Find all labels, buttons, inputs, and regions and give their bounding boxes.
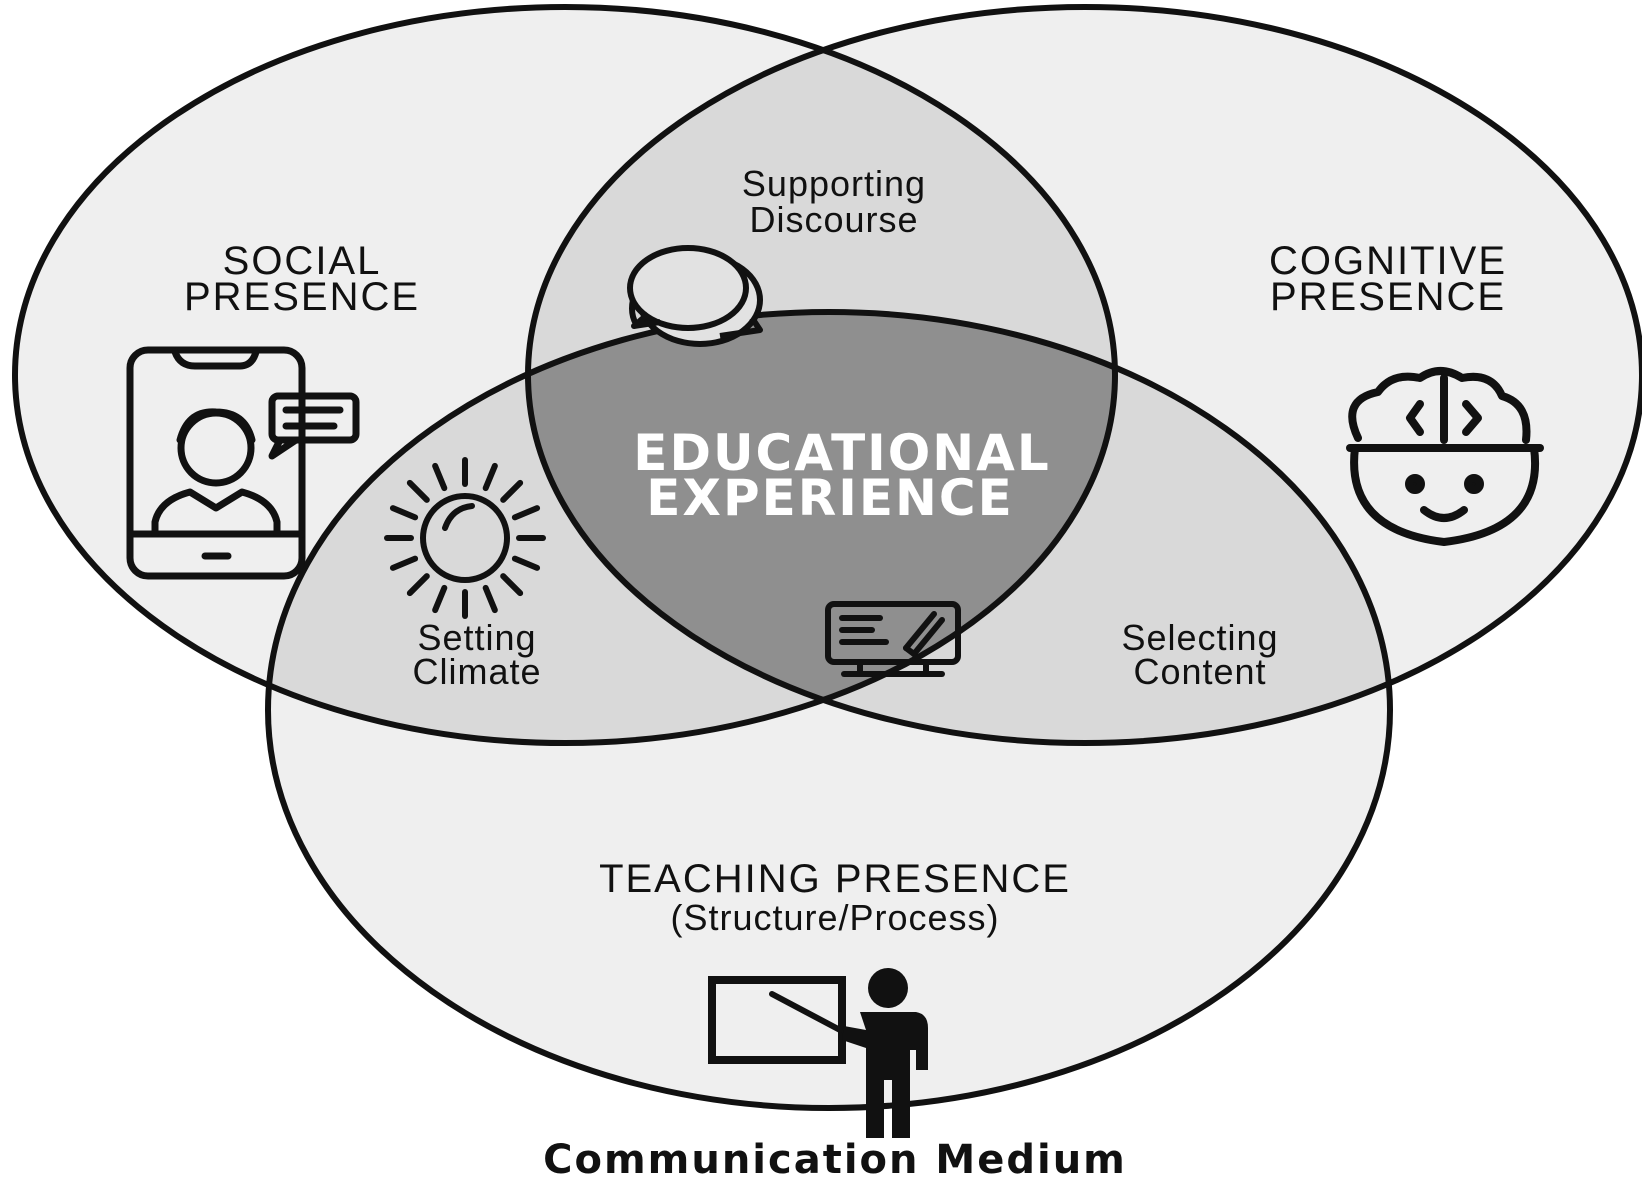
sun-ray [432,462,448,492]
supporting-discourse-label-2: Discourse [749,199,918,240]
sun-ray [406,479,430,503]
sun-ray [511,555,541,571]
sun-ray [482,584,498,614]
setting-climate-label-1: Setting [417,617,536,658]
teaching-presence-circle [265,309,1393,1111]
teacher-presentation-icon [708,968,928,1138]
setting-climate-label-2: Climate [412,651,541,692]
brain-head-icon [1346,367,1544,546]
supporting-discourse-label-1: Supporting [742,163,926,204]
sun-ray [511,505,541,521]
sun-ray [500,479,524,503]
sun-ray [389,505,419,521]
social-presence-label-1: SOCIAL [223,239,382,283]
teaching-presence-label-1: TEACHING PRESENCE [599,857,1071,901]
sun-ray [406,573,430,597]
smartphone-video-chat-icon [126,346,360,580]
venn-outlines [12,4,1642,1111]
educational-experience-label-1: EDUCATIONAL [633,424,1050,482]
selecting-content-label-1: Selecting [1121,617,1278,658]
educational-experience-label-2: EXPERIENCE [646,469,1013,527]
sun-icon [384,457,546,619]
monitor-edit-icon [825,601,961,677]
sun-ray [432,584,448,614]
sun-ray [500,573,524,597]
cognitive-presence-label-1: COGNITIVE [1269,239,1507,283]
venn-fills [15,7,1642,1108]
social-presence-circle [12,4,1118,746]
selecting-content-label-2: Content [1133,651,1266,692]
cognitive-presence-label-2: PRESENCE [1270,275,1506,319]
teaching-presence-label-2: (Structure/Process) [670,897,999,938]
communication-medium-label: Communication Medium [543,1137,1127,1181]
social-presence-label-2: PRESENCE [184,275,420,319]
sun-ray [482,462,498,492]
sun-ray [389,555,419,571]
speech-bubbles-icon [627,245,763,347]
